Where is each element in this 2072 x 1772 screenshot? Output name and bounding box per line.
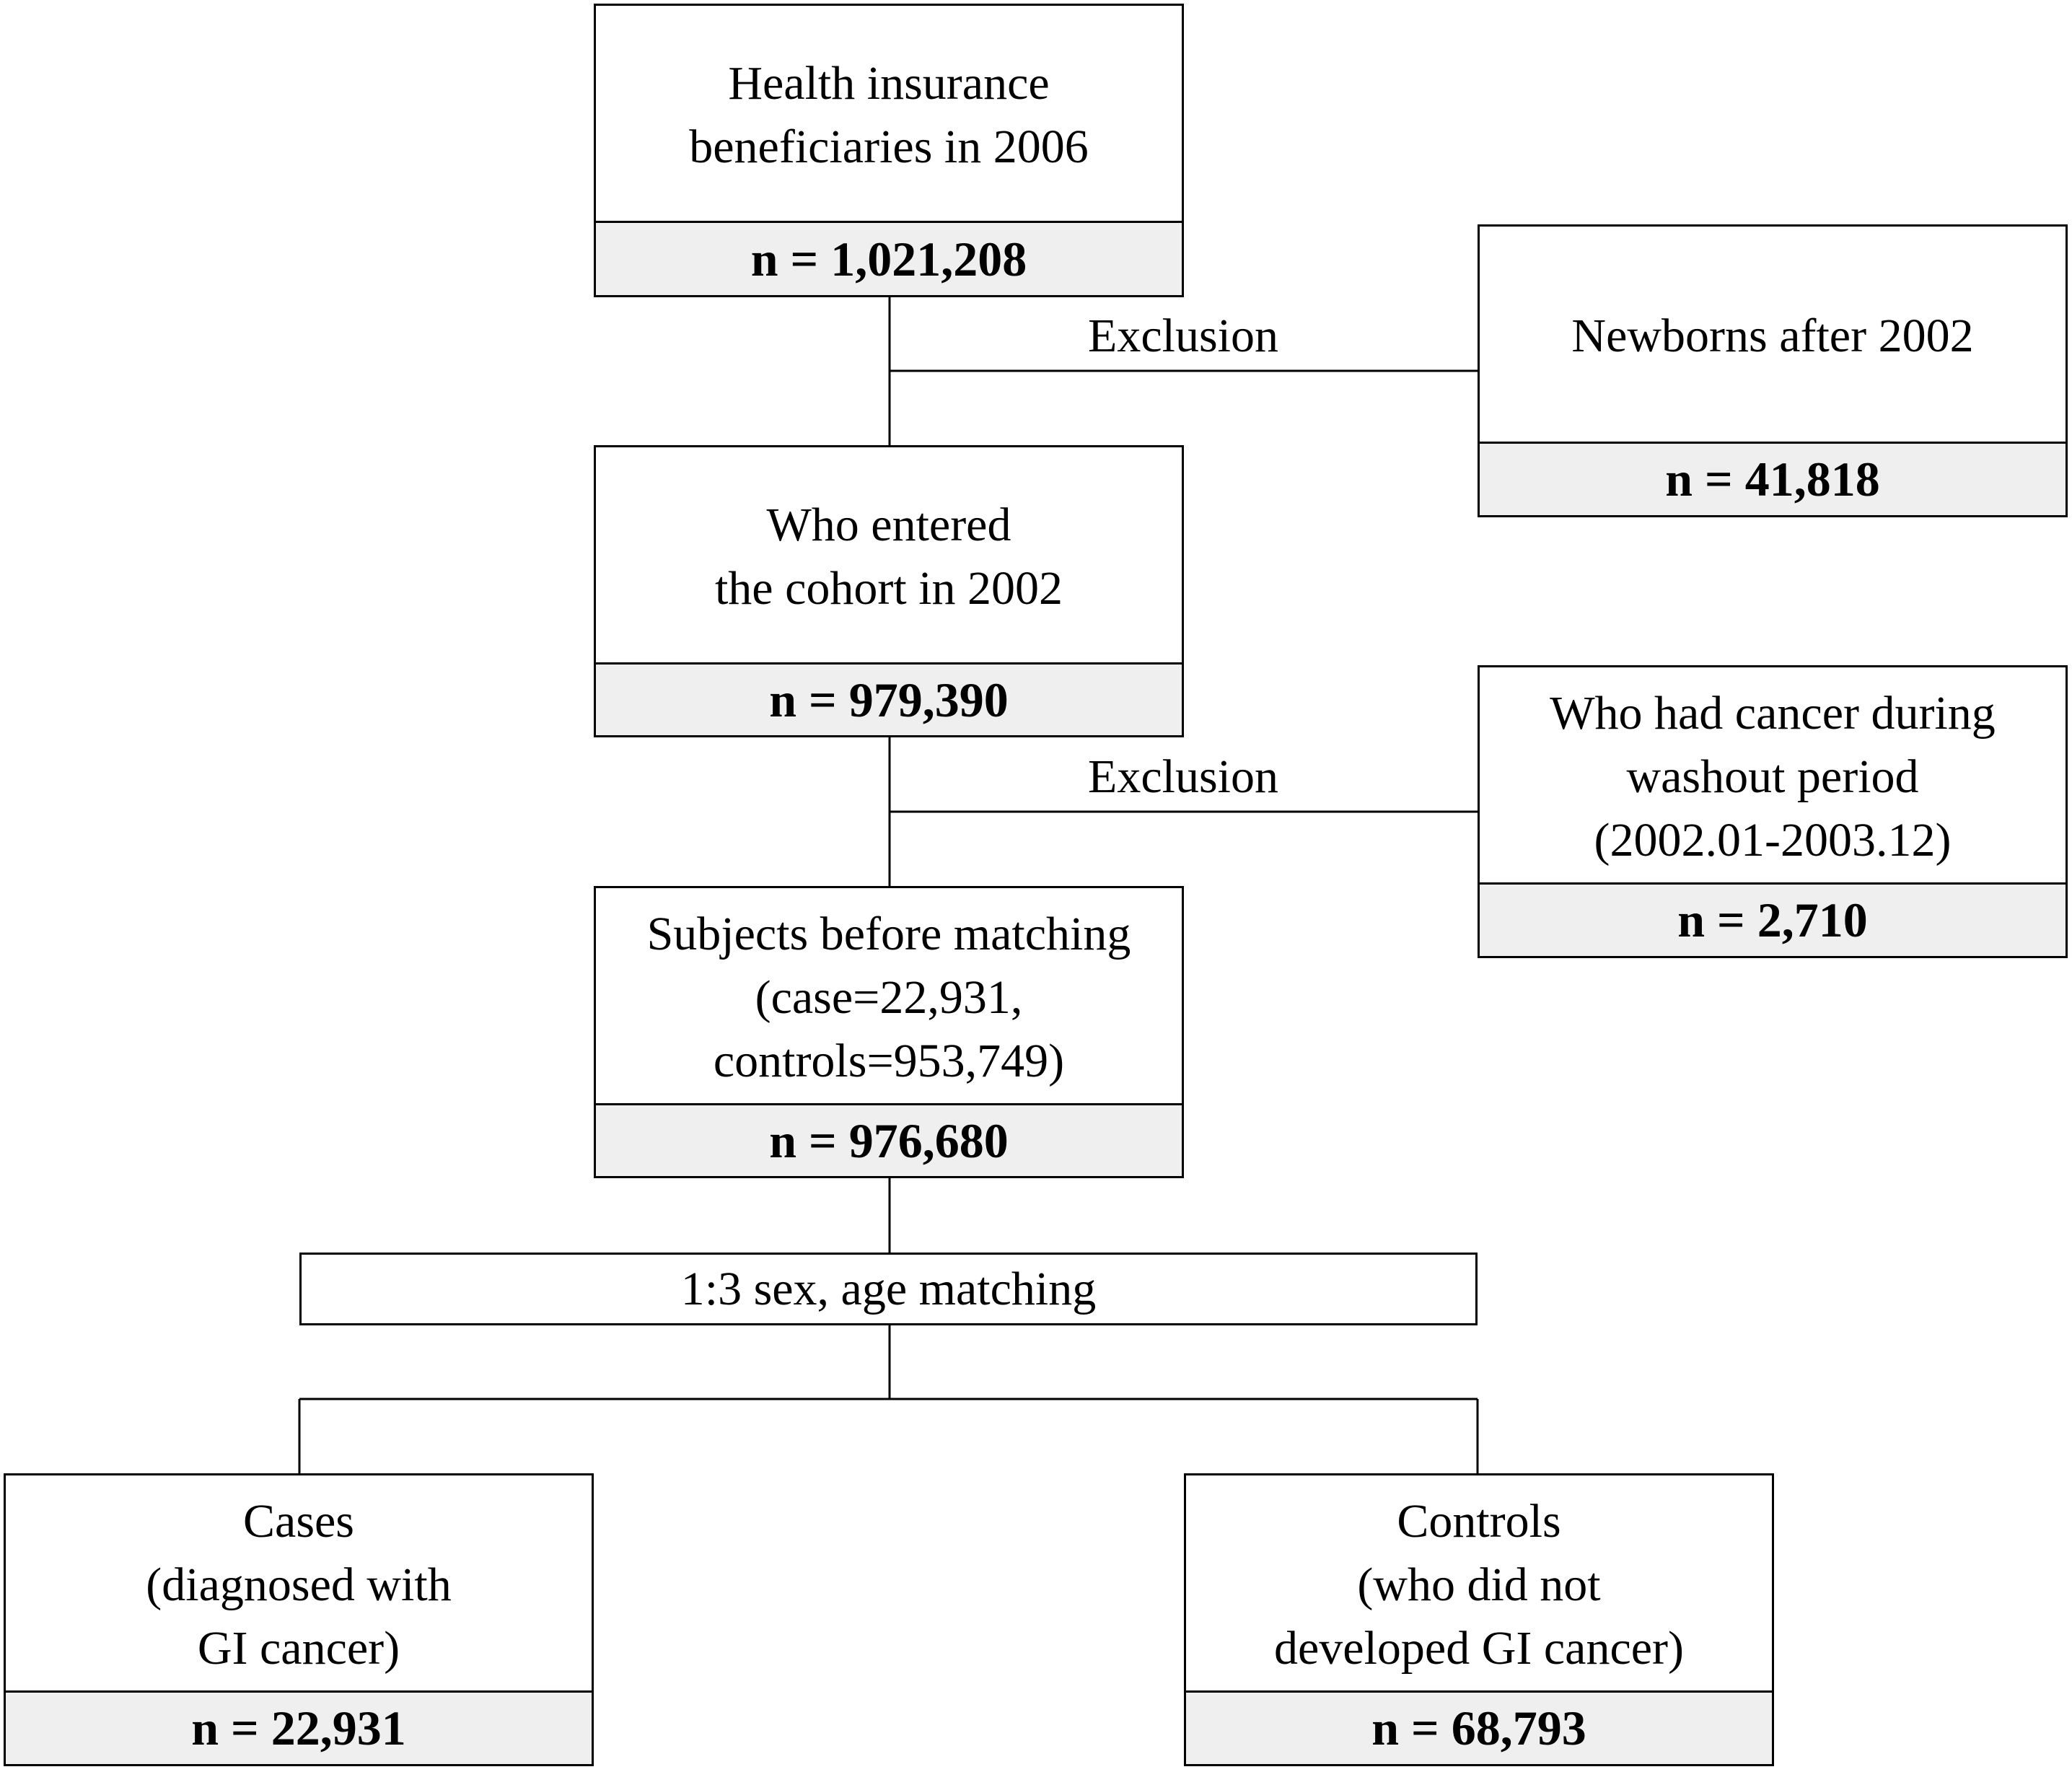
box-cohort-label: Who entered the cohort in 2002 bbox=[714, 499, 1063, 615]
box-washout: Who had cancer during washout period (20… bbox=[1478, 665, 2068, 958]
box-beneficiaries-count: n = 1,021,208 bbox=[596, 221, 1182, 295]
box-cases: Cases (diagnosed with GI cancer) n = 22,… bbox=[4, 1473, 594, 1766]
box-controls-count: n = 68,793 bbox=[1186, 1690, 1772, 1764]
box-before-matching: Subjects before matching (case=22,931, c… bbox=[594, 886, 1184, 1178]
box-controls-label: Controls (who did not developed GI cance… bbox=[1274, 1495, 1684, 1675]
box-beneficiaries-label: Health insurance beneficiaries in 2006 bbox=[689, 57, 1089, 173]
box-newborns: Newborns after 2002 n = 41,818 bbox=[1478, 224, 2068, 517]
box-washout-label: Who had cancer during washout period (20… bbox=[1550, 687, 1996, 867]
matching-box: 1:3 sex, age matching bbox=[299, 1253, 1478, 1325]
box-beneficiaries: Health insurance beneficiaries in 2006 n… bbox=[594, 4, 1184, 297]
box-before-matching-label: Subjects before matching (case=22,931, c… bbox=[646, 908, 1131, 1087]
box-controls: Controls (who did not developed GI cance… bbox=[1184, 1473, 1774, 1766]
box-cases-label: Cases (diagnosed with GI cancer) bbox=[146, 1495, 452, 1675]
box-newborns-label: Newborns after 2002 bbox=[1571, 310, 1974, 362]
box-cohort-count: n = 979,390 bbox=[596, 662, 1182, 735]
exclusion-label-2: Exclusion bbox=[1088, 750, 1278, 803]
box-before-matching-count: n = 976,680 bbox=[596, 1103, 1182, 1176]
box-newborns-count: n = 41,818 bbox=[1480, 442, 2066, 515]
box-washout-count: n = 2,710 bbox=[1480, 882, 2066, 956]
exclusion-label-1: Exclusion bbox=[1088, 310, 1278, 362]
box-cases-count: n = 22,931 bbox=[6, 1690, 592, 1764]
box-cohort: Who entered the cohort in 2002 n = 979,3… bbox=[594, 445, 1184, 737]
